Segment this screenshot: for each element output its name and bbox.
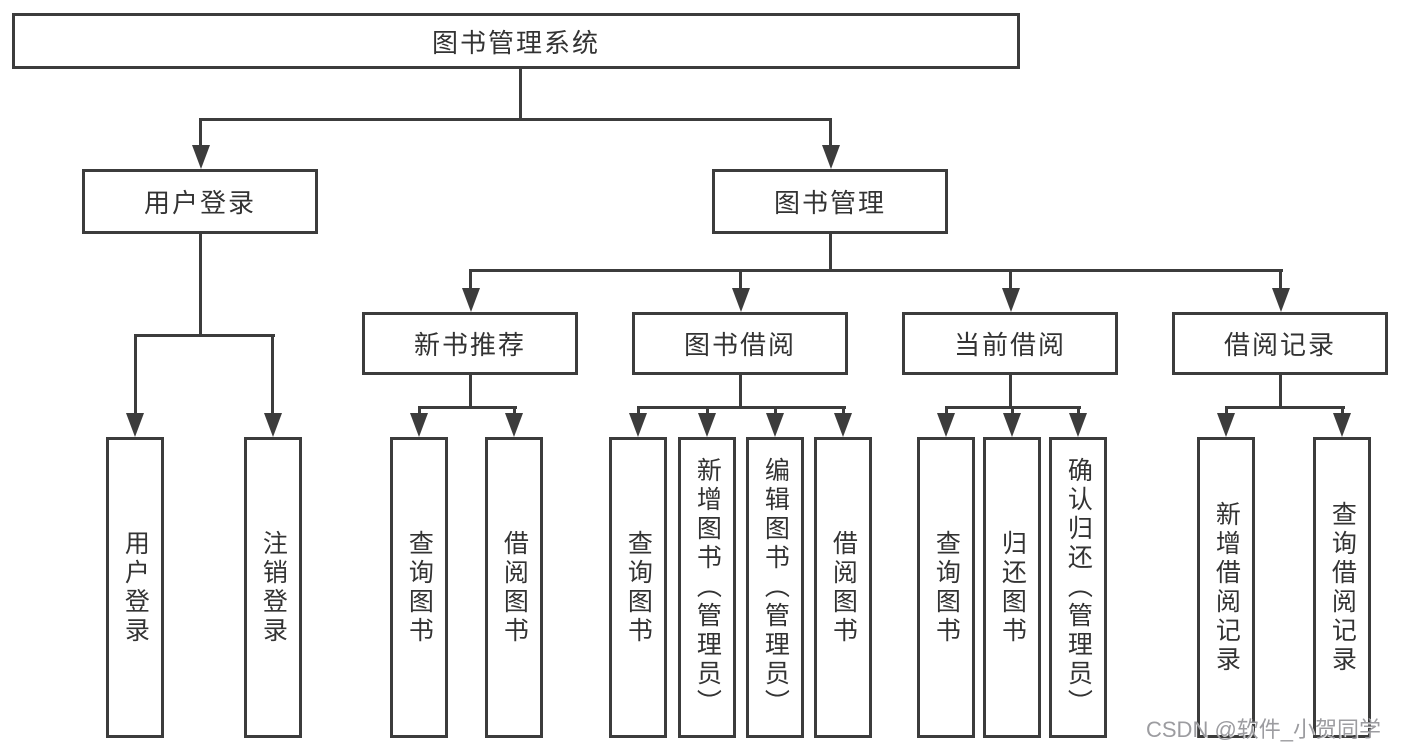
arrow-down-icon — [1002, 288, 1020, 312]
node-book-management: 图书管理 — [712, 169, 948, 234]
connector-line — [774, 408, 777, 415]
connector-line — [199, 120, 202, 147]
arrow-down-icon — [1272, 288, 1290, 312]
node-label: 借阅图书 — [500, 529, 529, 646]
connector-line — [418, 406, 517, 409]
arrow-down-icon — [264, 413, 282, 437]
node-label: 新增借阅记录 — [1212, 500, 1241, 675]
node-label: 注销登录 — [259, 529, 288, 646]
connector-line — [842, 408, 845, 415]
connector-line — [271, 336, 274, 415]
arrow-down-icon — [1333, 413, 1351, 437]
connector-line — [418, 408, 421, 415]
arrow-down-icon — [698, 413, 716, 437]
connector-line — [829, 120, 832, 147]
connector-line — [1279, 271, 1282, 288]
node-label: 借阅图书 — [829, 529, 858, 646]
node-label: 图书管理 — [773, 188, 886, 218]
node-borrow-record: 借阅记录 — [1172, 312, 1388, 375]
node-user-login-group: 用户登录 — [82, 169, 318, 234]
arrow-down-icon — [126, 413, 144, 437]
connector-line — [706, 408, 709, 415]
connector-line — [637, 406, 846, 409]
leaf-query-borrow-record: 查询借阅记录 — [1313, 437, 1371, 738]
connector-line — [1341, 408, 1344, 415]
node-label: 用户登录 — [121, 529, 150, 646]
arrow-down-icon — [1217, 413, 1235, 437]
connector-line — [1077, 408, 1080, 415]
node-current-borrow: 当前借阅 — [902, 312, 1118, 375]
leaf-add-borrow-record: 新增借阅记录 — [1197, 437, 1255, 738]
leaf-confirm-return-admin: 确认归还（管理员） — [1049, 437, 1107, 738]
leaf-return-book: 归还图书 — [983, 437, 1041, 738]
node-label: 新书推荐 — [413, 330, 526, 360]
node-label: 图书管理系统 — [431, 27, 600, 58]
arrow-down-icon — [462, 288, 480, 312]
node-root: 图书管理系统 — [12, 13, 1020, 69]
node-label: 查询图书 — [624, 529, 653, 646]
node-label: 归还图书 — [998, 529, 1027, 646]
connector-line — [199, 118, 832, 121]
leaf-query-book-current: 查询图书 — [917, 437, 975, 738]
leaf-edit-book-admin: 编辑图书（管理员） — [746, 437, 804, 738]
connector-line — [1011, 408, 1014, 415]
arrow-down-icon — [410, 413, 428, 437]
node-label: 查询图书 — [405, 529, 434, 646]
connector-line — [134, 334, 275, 337]
node-label: 查询图书 — [932, 529, 961, 646]
connector-line — [199, 234, 202, 337]
node-label: 编辑图书（管理员） — [761, 457, 790, 718]
connector-line — [513, 408, 516, 415]
node-new-book-recommend: 新书推荐 — [362, 312, 578, 375]
arrow-down-icon — [834, 413, 852, 437]
connector-line — [1009, 271, 1012, 288]
connector-line — [519, 68, 522, 121]
leaf-borrow-book-recommend: 借阅图书 — [485, 437, 543, 738]
node-label: 当前借阅 — [953, 330, 1066, 360]
connector-line — [739, 271, 742, 288]
arrow-down-icon — [1003, 413, 1021, 437]
connector-line — [1225, 408, 1228, 415]
connector-line — [1225, 406, 1345, 409]
connector-line — [469, 375, 472, 408]
leaf-user-login: 用户登录 — [106, 437, 164, 738]
arrow-down-icon — [822, 145, 840, 169]
connector-line — [1279, 375, 1282, 408]
connector-line — [739, 375, 742, 408]
leaf-logout: 注销登录 — [244, 437, 302, 738]
node-label: 借阅记录 — [1223, 330, 1336, 360]
arrow-down-icon — [937, 413, 955, 437]
arrow-down-icon — [732, 288, 750, 312]
connector-line — [469, 271, 472, 288]
leaf-borrow-book: 借阅图书 — [814, 437, 872, 738]
arrow-down-icon — [505, 413, 523, 437]
connector-line — [469, 269, 1283, 272]
node-label: 用户登录 — [143, 188, 256, 218]
connector-line — [945, 408, 948, 415]
connector-line — [637, 408, 640, 415]
watermark: CSDN @软件_小贺同学 — [1146, 717, 1382, 742]
node-label: 确认归还（管理员） — [1064, 457, 1093, 718]
arrow-down-icon — [192, 145, 210, 169]
connector-line — [945, 406, 1081, 409]
node-book-borrow: 图书借阅 — [632, 312, 848, 375]
leaf-add-book-admin: 新增图书（管理员） — [678, 437, 736, 738]
leaf-query-book-borrow: 查询图书 — [609, 437, 667, 738]
node-label: 图书借阅 — [683, 330, 796, 360]
connector-line — [134, 336, 137, 415]
arrow-down-icon — [629, 413, 647, 437]
leaf-query-book-recommend: 查询图书 — [390, 437, 448, 738]
arrow-down-icon — [1069, 413, 1087, 437]
arrow-down-icon — [766, 413, 784, 437]
node-label: 新增图书（管理员） — [693, 457, 722, 718]
connector-line — [1009, 375, 1012, 408]
connector-line — [829, 234, 832, 272]
node-label: 查询借阅记录 — [1328, 500, 1357, 675]
